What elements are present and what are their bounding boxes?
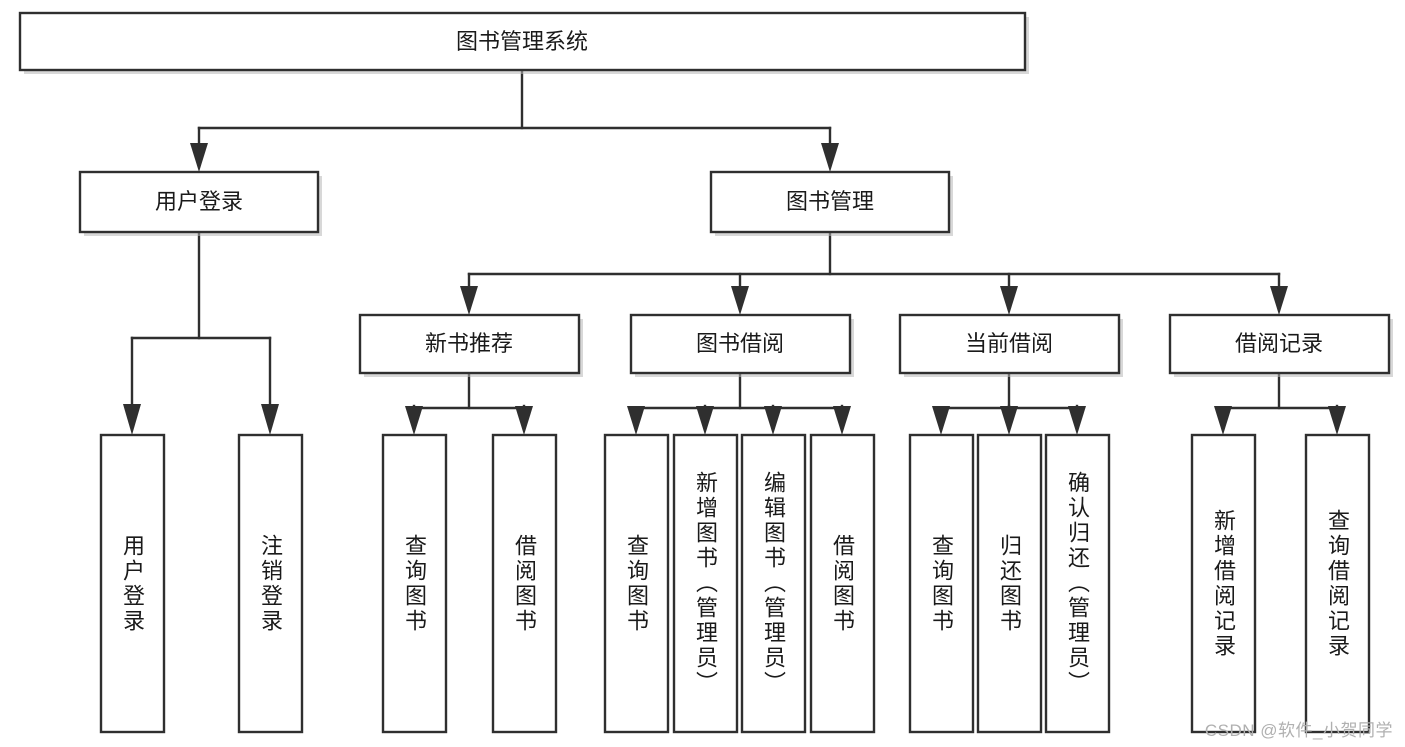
arrow-head-cb-return-book bbox=[1000, 406, 1018, 435]
node-user-login[interactable] bbox=[78, 170, 320, 234]
arrow-head-user-login bbox=[190, 143, 208, 172]
arrow-head-bb-add-book bbox=[696, 406, 714, 435]
leaf-nb-query-book[interactable] bbox=[381, 433, 448, 734]
leaf-br-add-record[interactable] bbox=[1190, 433, 1257, 734]
label-layer: 图书管理系统 用户登录 图书管理 新书推荐 图书借阅 当前借阅 借阅记录 bbox=[155, 29, 1323, 356]
arrow-head-nb-borrow-book bbox=[515, 406, 533, 435]
node-book-management[interactable] bbox=[709, 170, 951, 234]
leaf-bb-add-book[interactable] bbox=[672, 433, 739, 734]
arrow-head-br-add-record bbox=[1214, 406, 1232, 435]
node-current-borrow[interactable] bbox=[898, 313, 1121, 375]
arrow-head-new-book bbox=[460, 286, 478, 315]
arrow-head-leaf-user-login bbox=[123, 404, 141, 435]
arrow-head-cb-query-book bbox=[932, 406, 950, 435]
leaf-user-login[interactable] bbox=[99, 433, 166, 734]
connector-layer bbox=[123, 68, 1346, 435]
node-layer bbox=[18, 11, 1393, 734]
node-root[interactable] bbox=[18, 11, 1027, 72]
label-user-login: 用户登录 bbox=[155, 189, 243, 214]
arrow-head-br-query-record bbox=[1328, 406, 1346, 435]
node-book-borrow[interactable] bbox=[629, 313, 852, 375]
label-borrow-records: 借阅记录 bbox=[1235, 331, 1323, 356]
node-new-book-recommend[interactable] bbox=[358, 313, 581, 375]
leaf-bb-borrow-book[interactable] bbox=[809, 433, 876, 734]
arrow-head-current-borrow bbox=[1000, 286, 1018, 315]
leaf-logout[interactable] bbox=[237, 433, 304, 734]
arrow-head-bb-query-book bbox=[627, 406, 645, 435]
arrow-head-borrow-records bbox=[1270, 286, 1288, 315]
leaf-bb-query-book[interactable] bbox=[603, 433, 670, 734]
label-current-borrow: 当前借阅 bbox=[965, 331, 1053, 356]
label-new-book-recommend: 新书推荐 bbox=[425, 331, 513, 356]
leaf-cb-confirm-return[interactable] bbox=[1044, 433, 1111, 734]
label-book-management: 图书管理 bbox=[786, 189, 874, 214]
arrow-head-book-borrow bbox=[731, 286, 749, 315]
leaf-br-query-record[interactable] bbox=[1304, 433, 1371, 734]
arrow-head-bb-edit-book bbox=[764, 406, 782, 435]
arrow-head-leaf-logout bbox=[261, 404, 279, 435]
label-book-borrow: 图书借阅 bbox=[696, 331, 784, 356]
leaf-nb-borrow-book[interactable] bbox=[491, 433, 558, 734]
label-root: 图书管理系统 bbox=[456, 29, 588, 54]
leaf-bb-edit-book[interactable] bbox=[740, 433, 807, 734]
arrow-head-cb-confirm-return bbox=[1068, 406, 1086, 435]
leaf-cb-return-book[interactable] bbox=[976, 433, 1043, 734]
arrow-head-book-mgmt bbox=[821, 143, 839, 172]
arrow-head-bb-borrow-book bbox=[833, 406, 851, 435]
node-borrow-records[interactable] bbox=[1168, 313, 1391, 375]
arrow-head-nb-query-book bbox=[405, 406, 423, 435]
leaf-cb-query-book[interactable] bbox=[908, 433, 975, 734]
watermark-text: CSDN @软件_小贺同学 bbox=[1204, 721, 1393, 740]
